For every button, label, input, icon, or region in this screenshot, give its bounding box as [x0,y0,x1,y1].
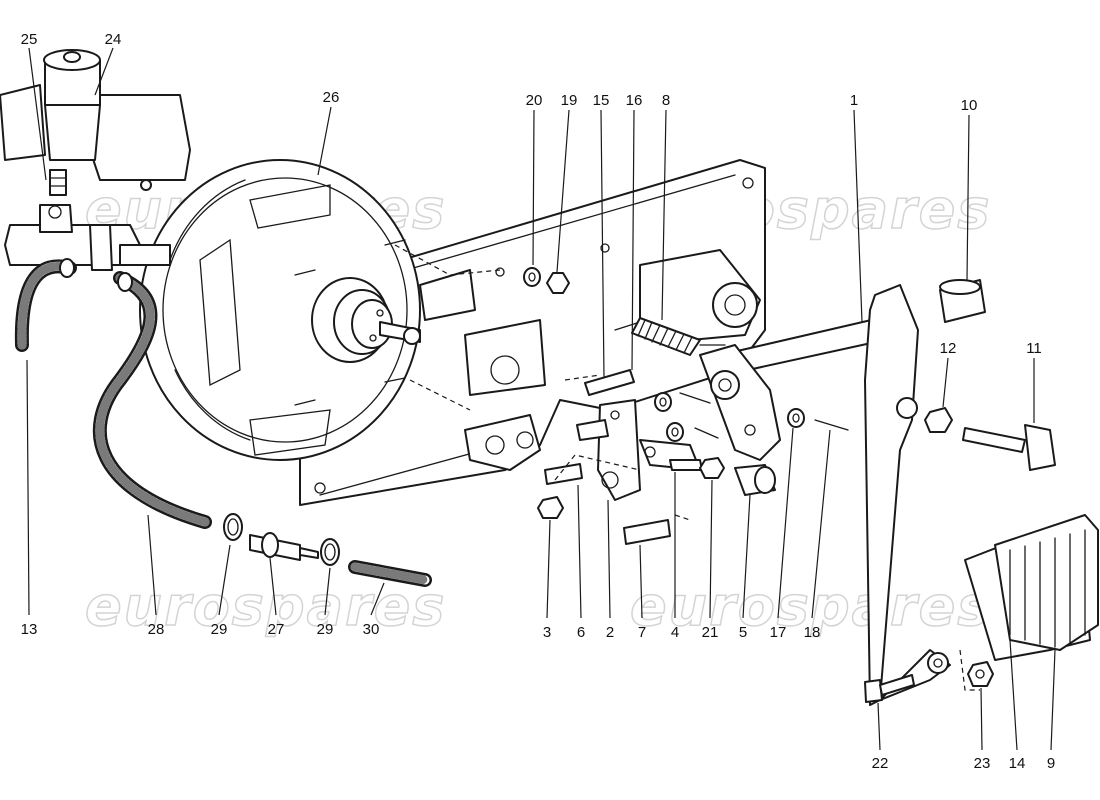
callout-22: 22 [872,755,889,772]
callout-10: 10 [961,97,978,114]
callout-labels: 25 24 26 20 19 15 16 8 1 10 12 11 13 28 … [21,31,1056,772]
pedal-pad [959,514,1099,691]
callout-15: 15 [593,92,610,109]
callout-29-left: 29 [211,621,228,638]
callout-7: 7 [638,624,646,641]
callout-26: 26 [323,89,340,106]
return-spring [614,317,726,356]
watermark-bottom-left: eurospares [85,575,446,638]
callout-13: 13 [21,621,38,638]
callout-1: 1 [850,92,858,109]
callout-4: 4 [671,624,679,641]
callout-30: 30 [363,621,380,638]
callout-25: 25 [21,31,38,48]
callout-18: 18 [804,624,821,641]
watermark-bottom-right: eurospares [630,575,991,638]
brake-servo-booster [139,159,501,461]
callout-12: 12 [940,340,957,357]
callout-9: 9 [1047,755,1055,772]
fluid-reservoir [0,49,191,196]
callout-3: 3 [543,624,551,641]
bellcrank-linkage [597,344,781,501]
callout-11: 11 [1026,340,1042,357]
callout-20: 20 [526,92,543,109]
callout-21: 21 [702,624,719,641]
callout-27: 27 [268,621,285,638]
callout-28: 28 [148,621,165,638]
callout-29-right: 29 [317,621,334,638]
callout-14: 14 [1009,755,1026,772]
small-hardware [523,267,1056,703]
callout-24: 24 [105,31,122,48]
callout-6: 6 [577,624,585,641]
callout-8: 8 [662,92,670,109]
callout-19: 19 [561,92,578,109]
callout-5: 5 [739,624,747,641]
hose-clips-and-connector [59,258,340,566]
callout-23: 23 [974,755,991,772]
callout-2: 2 [606,624,614,641]
callout-leaders [26,47,1056,751]
master-cylinder [4,204,171,271]
pedal-shaft-and-lever [719,284,951,706]
callout-17: 17 [770,624,787,641]
callout-16: 16 [626,92,643,109]
